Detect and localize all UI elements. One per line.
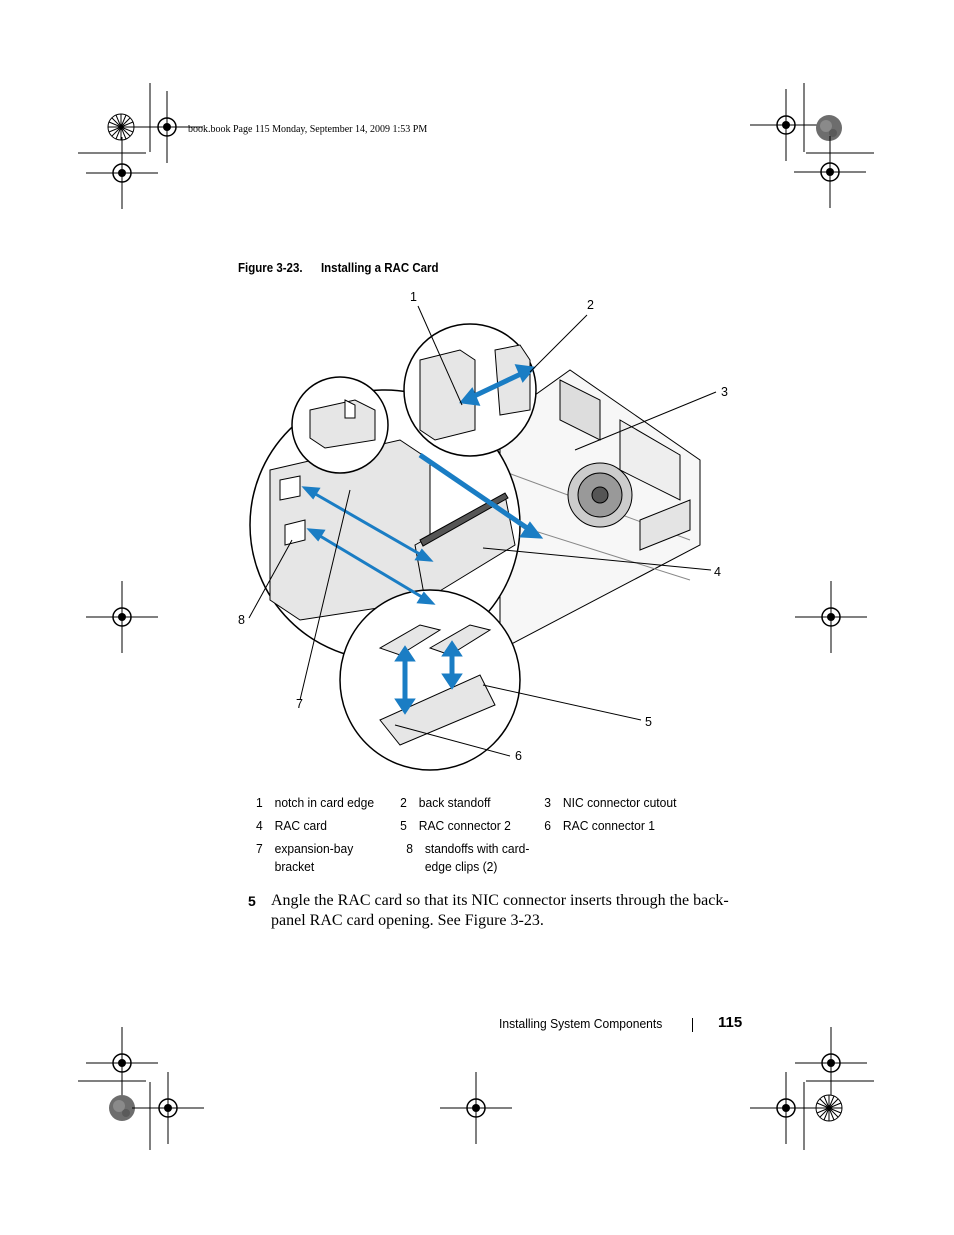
legend-num: 7	[256, 841, 263, 856]
legend-num: 5	[400, 818, 407, 833]
legend-text: expansion-bay bracket	[274, 841, 354, 874]
legend-text: RAC connector 1	[562, 818, 655, 833]
step-number: 5	[248, 893, 256, 909]
figure-label: Figure 3-23.	[238, 261, 303, 275]
legend-num	[556, 840, 575, 876]
footer-divider	[692, 1018, 693, 1032]
legend-text: NIC connector cutout	[562, 795, 677, 810]
legend-row: 7 expansion-bay bracket 8 standoffs with c…	[256, 840, 702, 876]
legend-text: notch in card edge	[274, 795, 375, 810]
legend-text: RAC card	[274, 818, 328, 833]
legend-item: 5 RAC connector 2	[400, 817, 544, 835]
legend-num: 4	[256, 818, 263, 833]
legend-text	[575, 840, 696, 876]
legend-num: 1	[256, 795, 263, 810]
callout-3: 3	[721, 385, 728, 399]
legend-text: standoffs with card-edge clips (2)	[424, 841, 530, 874]
legend-text: back standoff	[418, 795, 491, 810]
callout-6: 6	[515, 749, 522, 763]
callout-1: 1	[410, 290, 417, 304]
legend-row: 4 RAC card 5 RAC connector 2 6 RAC connecto…	[256, 817, 702, 835]
insertion-arrows	[301, 364, 544, 715]
legend-item: 3 NIC connector cutout	[544, 794, 702, 812]
print-header-meta: book.book Page 115 Monday, September 14,…	[188, 124, 428, 135]
legend-num: 8	[406, 841, 413, 856]
figure-title: Installing a RAC Card	[320, 261, 439, 275]
connector-magnifier	[339, 589, 521, 771]
legend-row: 1 notch in card edge 2 back standoff 3 NIC …	[256, 794, 702, 812]
legend-item: 6 RAC connector 1	[544, 817, 702, 835]
callout-7: 7	[296, 697, 303, 711]
callout-5: 5	[645, 715, 652, 729]
legend-item: 4 RAC card	[256, 817, 400, 835]
callout-4: 4	[714, 565, 721, 579]
legend-item: 8 standoffs with card-edge clips (2)	[406, 840, 556, 876]
callout-8: 8	[238, 613, 245, 627]
callout-2: 2	[587, 298, 594, 312]
step-text: Angle the RAC card so that its NIC conne…	[271, 892, 729, 929]
chassis	[499, 369, 701, 651]
legend-item: 2 back standoff	[400, 794, 544, 812]
bracket-detail	[269, 439, 431, 621]
legend-num: 3	[544, 795, 552, 810]
legend-item	[556, 840, 702, 876]
figure-caption: Figure 3-23. Installing a RAC Card	[238, 261, 439, 275]
legend-item: 7 expansion-bay bracket	[256, 840, 406, 876]
legend-num: 2	[400, 795, 407, 810]
footer-section-title: Installing System Components	[499, 1016, 663, 1031]
rac-card	[414, 492, 516, 601]
legend-item: 1 notch in card edge	[256, 794, 400, 812]
legend-text: RAC connector 2	[418, 818, 511, 833]
figure-legend: 1 notch in card edge 2 back standoff 3 NIC …	[256, 794, 702, 881]
footer-page-number: 115	[718, 1014, 743, 1031]
procedure-step: 5 Angle the RAC card so that its NIC con…	[248, 891, 748, 931]
leader-lines	[248, 305, 717, 757]
legend-num: 6	[544, 818, 552, 833]
